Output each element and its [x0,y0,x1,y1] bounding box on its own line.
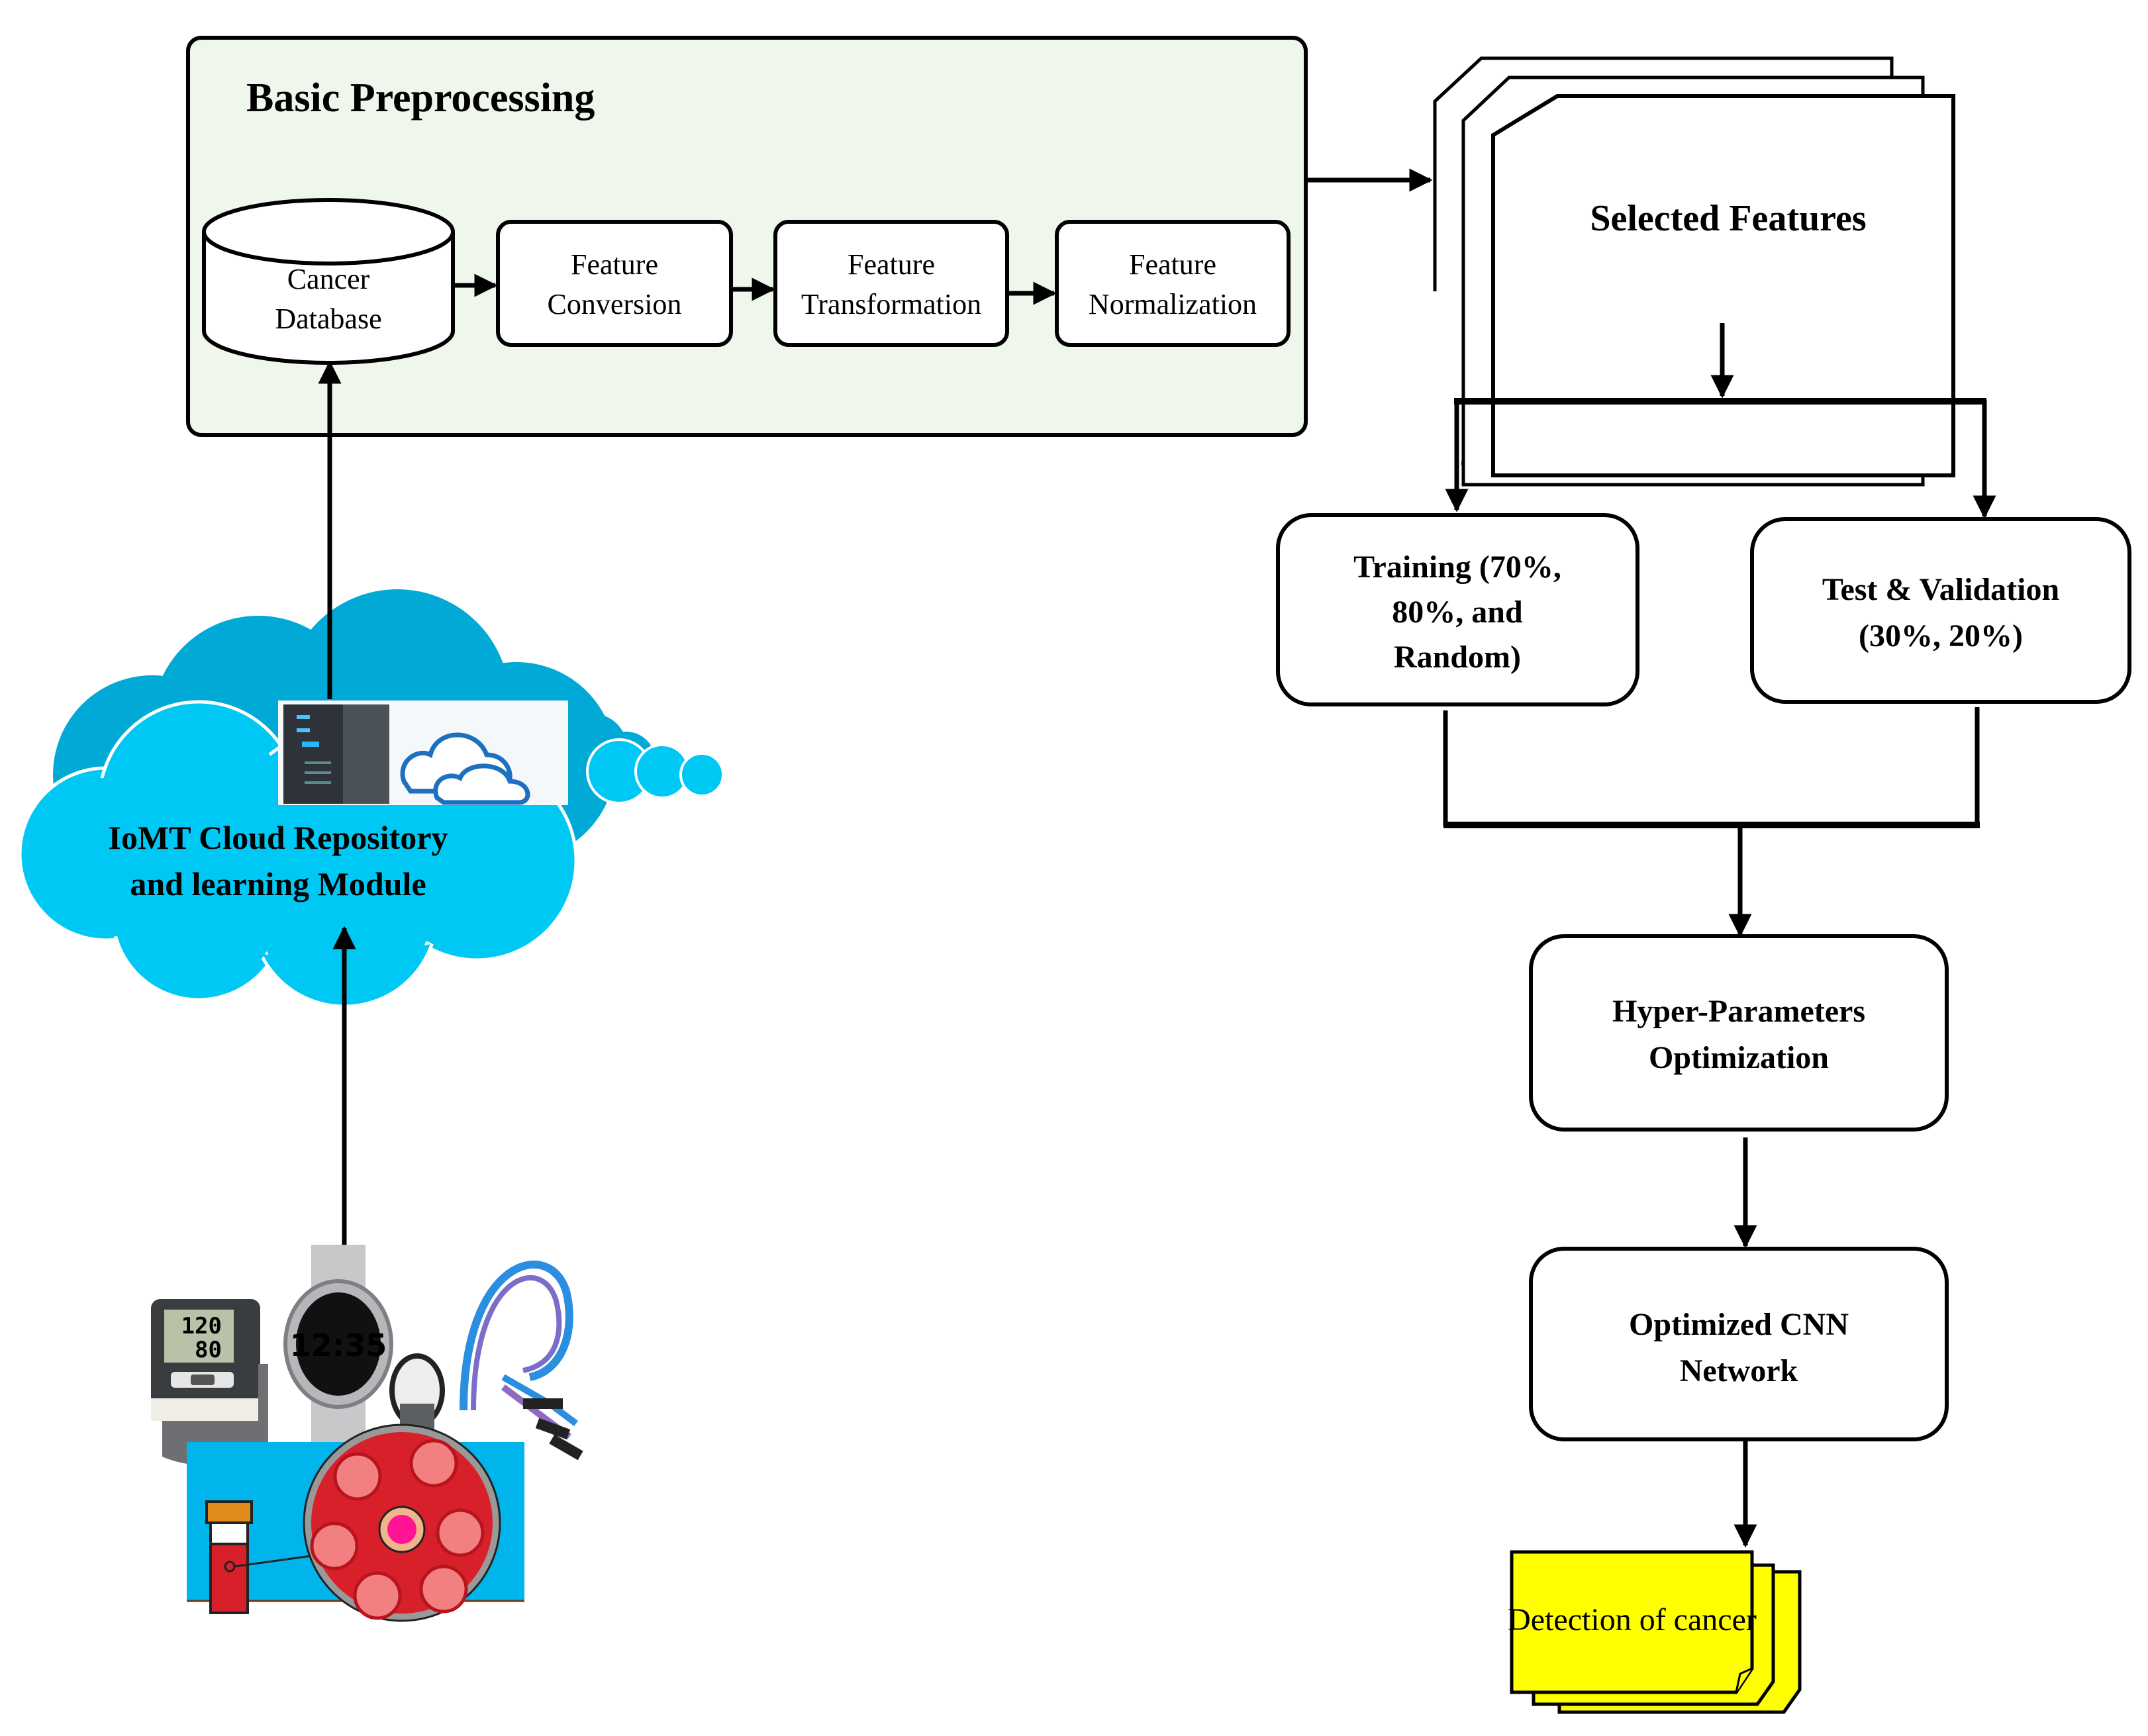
step-label-line2: Normalization [1089,288,1257,320]
test-label-line1: Test & Validation [1822,572,2059,607]
page-curl [1735,1667,1753,1693]
detection-page-front [1510,1550,1754,1694]
training-label-line1: Training (70%, [1353,550,1561,585]
cancer-database[interactable]: Cancer Database [202,198,455,365]
blood-pressure-monitor-icon: 120 80 [151,1299,268,1466]
database-label-line1: Cancer [287,263,370,295]
bp-systolic: 120 [181,1313,222,1339]
hyper-label-line2: Optimization [1649,1040,1829,1075]
cloud-label-line2: and learning Module [130,865,426,902]
step-label-line1: Feature [848,248,935,281]
detection-output[interactable]: Detection of cancer [1508,1550,1802,1714]
cloud-label-line1: IoMT Cloud Repository [108,819,448,856]
training-label-line3: Random) [1394,640,1521,675]
step-label-line2: Conversion [548,288,682,320]
watch-time: 12:35 [290,1327,387,1363]
step-feature-transformation[interactable]: Feature Transformation [773,220,1009,347]
hyper-box-shape [1529,934,1949,1132]
features-page-front [1491,94,1955,477]
step-feature-normalization[interactable]: Feature Normalization [1055,220,1291,347]
preprocessing-title: Basic Preprocessing [246,75,595,121]
test-box-shape [1750,517,2131,704]
database-label-line2: Database [275,303,381,335]
cnn-label-line1: Optimized CNN [1629,1307,1849,1342]
iomt-devices: 120 80 12:35 [151,1245,583,1622]
selected-features[interactable]: Selected Features [1433,56,1955,487]
cnn-box-shape [1529,1247,1949,1441]
server-cloud-icon [278,700,568,805]
test-validation-box[interactable]: Test & Validation (30%, 20%) [1750,517,2131,704]
step-box [496,220,733,347]
hyper-label-line1: Hyper-Parameters [1612,994,1865,1029]
step-box [773,220,1009,347]
training-box-shape [1276,513,1639,706]
step-box [1055,220,1291,347]
cloud-small-front [586,738,724,804]
training-label-line2: 80%, and [1392,595,1523,630]
preprocessing-panel: Basic Preprocessing Cancer Database Feat… [186,36,1308,437]
hyper-parameters-box[interactable]: Hyper-Parameters Optimization [1529,934,1949,1132]
database-cylinder-top [202,198,455,265]
step-label-line1: Feature [1129,248,1216,281]
preprocessing-panel-box [186,36,1308,437]
selected-features-label: Selected Features [1590,198,1866,239]
test-label-line2: (30%, 20%) [1859,618,2023,653]
training-box[interactable]: Training (70%, 80%, and Random) [1276,513,1639,706]
optimized-cnn-box[interactable]: Optimized CNN Network [1529,1247,1949,1441]
cnn-label-line2: Network [1680,1353,1798,1388]
bp-diastolic: 80 [195,1337,222,1363]
step-feature-conversion[interactable]: Feature Conversion [496,220,733,347]
step-label-line1: Feature [571,248,658,281]
blood-sample-icon [187,1423,524,1622]
step-label-line2: Transformation [801,288,981,320]
detection-label: Detection of cancer [1508,1602,1757,1637]
smartwatch-icon: 12:35 [283,1245,393,1457]
iomt-cloud[interactable]: IoMT Cloud Repository and learning Modul… [18,589,724,1008]
